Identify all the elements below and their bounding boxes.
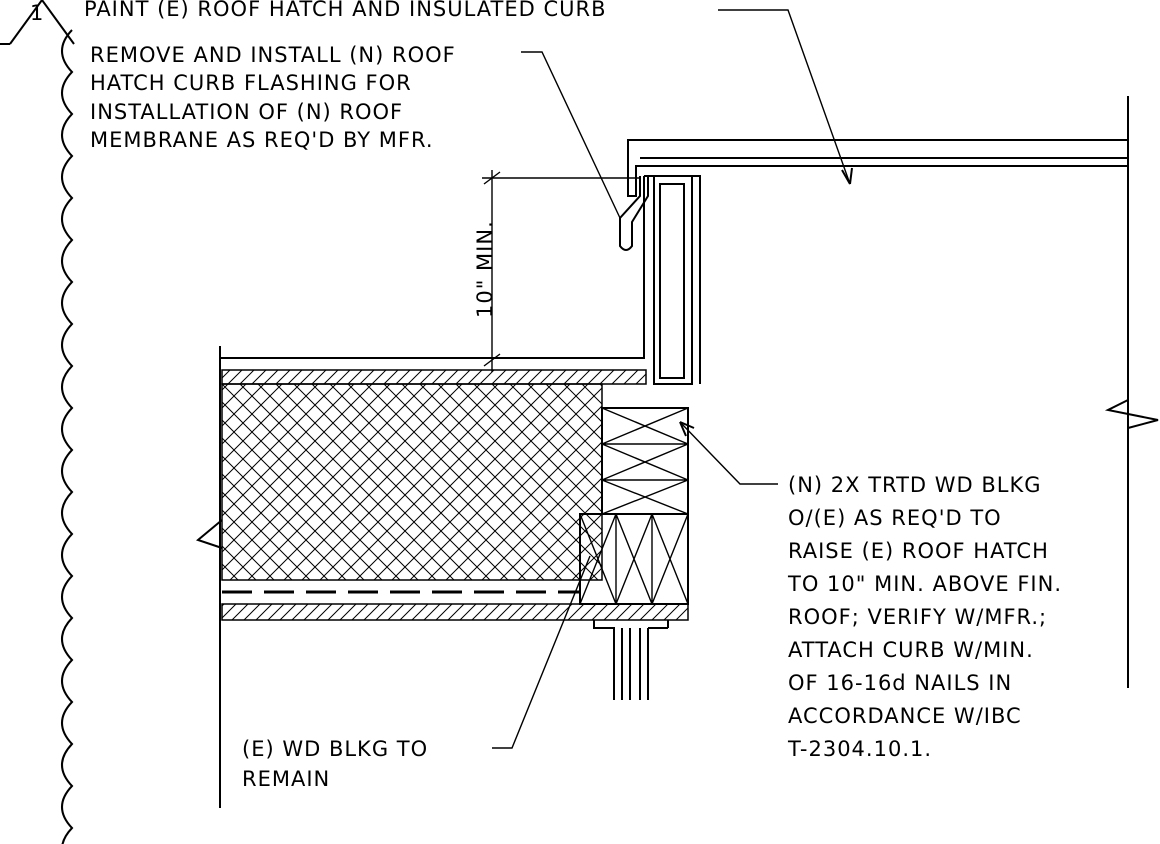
leader-flashing bbox=[521, 51, 621, 219]
roof-deck bbox=[221, 603, 689, 621]
curb-flashing bbox=[619, 176, 649, 251]
svg-text:REMOVE AND INSTALL (N) ROOF: REMOVE AND INSTALL (N) ROOF bbox=[90, 43, 456, 67]
svg-text:HATCH CURB FLASHING FOR: HATCH CURB FLASHING FOR bbox=[90, 71, 412, 95]
cover-board bbox=[221, 369, 647, 385]
revision-cloud bbox=[61, 29, 74, 844]
note-flashing: REMOVE AND INSTALL (N) ROOF HATCH CURB F… bbox=[90, 43, 456, 152]
roof-insulation bbox=[221, 383, 603, 581]
leader-blocking-existing bbox=[492, 555, 591, 749]
svg-text:TO 10" MIN. ABOVE FIN.: TO 10" MIN. ABOVE FIN. bbox=[787, 572, 1062, 596]
svg-text:MEMBRANE AS REQ'D BY MFR.: MEMBRANE AS REQ'D BY MFR. bbox=[90, 128, 434, 152]
svg-text:10" MIN.: 10" MIN. bbox=[473, 220, 497, 318]
dimension-10-min: 10" MIN. bbox=[473, 170, 640, 372]
new-wood-blocking bbox=[601, 407, 689, 515]
roof-membrane bbox=[220, 176, 645, 359]
svg-text:OF 16-16d NAILS IN: OF 16-16d NAILS IN bbox=[788, 671, 1012, 695]
svg-text:(E) WD BLKG TO: (E) WD BLKG TO bbox=[242, 737, 428, 761]
svg-text:ROOF; VERIFY W/MFR.;: ROOF; VERIFY W/MFR.; bbox=[788, 605, 1047, 629]
svg-text:INSTALLATION OF (N) ROOF: INSTALLATION OF (N) ROOF bbox=[90, 100, 403, 124]
svg-text:RAISE (E) ROOF HATCH: RAISE (E) ROOF HATCH bbox=[788, 539, 1049, 563]
revision-number: 1 bbox=[30, 1, 44, 25]
roof-hatch-lid bbox=[627, 96, 1159, 688]
ceiling-frame bbox=[593, 620, 669, 700]
leader-paint-hatch bbox=[718, 9, 851, 185]
leader-blocking-new bbox=[679, 421, 778, 485]
svg-text:REMAIN: REMAIN bbox=[242, 767, 330, 791]
note-paint-hatch: PAINT (E) ROOF HATCH AND INSULATED CURB bbox=[84, 0, 607, 21]
svg-text:(N) 2X TRTD WD BLKG: (N) 2X TRTD WD BLKG bbox=[788, 473, 1042, 497]
hatch-curb bbox=[644, 175, 701, 385]
svg-text:ACCORDANCE W/IBC: ACCORDANCE W/IBC bbox=[788, 704, 1022, 728]
note-blocking-new: (N) 2X TRTD WD BLKG O/(E) AS REQ'D TO RA… bbox=[787, 473, 1062, 761]
note-blocking-existing: (E) WD BLKG TO REMAIN bbox=[242, 737, 428, 791]
svg-text:ATTACH CURB W/MIN.: ATTACH CURB W/MIN. bbox=[788, 638, 1034, 662]
svg-text:O/(E) AS REQ'D TO: O/(E) AS REQ'D TO bbox=[788, 506, 1002, 530]
svg-text:T-2304.10.1.: T-2304.10.1. bbox=[787, 737, 932, 761]
revision-triangle: 1 bbox=[0, 0, 75, 45]
